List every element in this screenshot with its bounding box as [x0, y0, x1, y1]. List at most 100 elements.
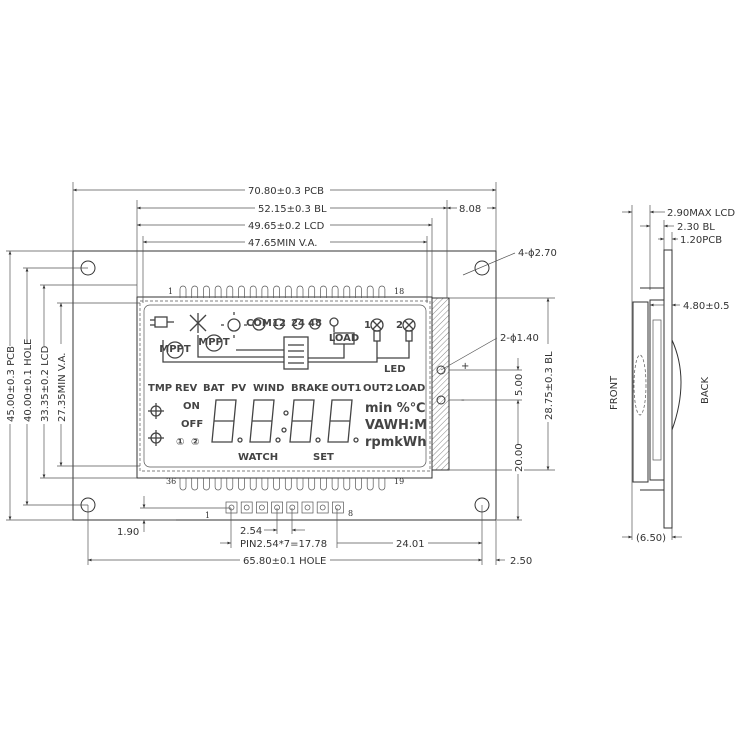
- back-label: BACK: [700, 376, 711, 404]
- lcd-pin: [249, 478, 257, 491]
- lcd-pin: [296, 478, 304, 491]
- lcd-active-area: [143, 304, 427, 468]
- dim-pin-span: PIN2.54*7=17.78: [240, 539, 327, 550]
- lcd-pin: [366, 285, 374, 298]
- units-row-3: rpmkWh: [365, 435, 427, 450]
- svg-text:MPPT: MPPT: [159, 344, 191, 355]
- decimal-point: [275, 437, 281, 443]
- mode-label: BAT: [203, 383, 225, 394]
- led-bulb-1-icon: 1: [364, 318, 384, 342]
- svg-text:12: 12: [272, 318, 286, 329]
- svg-text:24: 24: [291, 318, 305, 329]
- svg-text:1: 1: [364, 320, 371, 331]
- plug-icon: [150, 316, 174, 328]
- mppt-badge-1: MPPT: [159, 341, 191, 359]
- lcd-pin: [273, 285, 280, 298]
- load-box: LOAD: [329, 332, 359, 345]
- seven-segment-digits: [211, 399, 359, 443]
- lcd-pin: [343, 478, 351, 491]
- dim-hole-height: 40.00±0.1 HOLE: [23, 339, 34, 422]
- dim-led-offset: 20.00: [514, 443, 525, 472]
- svg-text:MPPT: MPPT: [198, 337, 230, 348]
- side-dim-total: (6.50): [636, 533, 666, 544]
- dim-bl-width: 52.15±0.3 BL: [258, 204, 327, 215]
- lcd-pin: [191, 285, 199, 298]
- lcd-pin: [214, 285, 222, 298]
- lcd-pin: [203, 285, 210, 298]
- backlight-led-strip: [431, 297, 450, 471]
- pin-label-36: 36: [166, 477, 176, 486]
- wind-turbine-icon: [189, 313, 207, 333]
- set-label: SET: [313, 452, 334, 463]
- mode-label: OUT2: [363, 383, 393, 394]
- decimal-point: [315, 437, 321, 443]
- lcd-pin: [343, 285, 351, 298]
- svg-text:LOAD: LOAD: [329, 333, 359, 344]
- colon-dot: [283, 410, 289, 416]
- led-label: LED: [384, 364, 406, 375]
- on-label: ON: [183, 401, 200, 412]
- connector-pad-hole: [335, 504, 341, 511]
- dim-led-holes: 2-ϕ1.40: [500, 333, 539, 344]
- lcd-pin: [203, 478, 210, 491]
- colon-dot: [281, 427, 287, 433]
- dim-led-pitch: 5.00: [514, 374, 525, 396]
- mode-label: LOAD: [395, 383, 425, 394]
- connector-pin-8-label: 8: [348, 509, 353, 518]
- lcd-pin: [273, 478, 280, 491]
- lcd-pin: [378, 478, 386, 491]
- dim-right-margin: 2.50: [510, 556, 532, 567]
- pin-label-18: 18: [394, 287, 404, 296]
- dim-va-height: 27.35MIN V.A.: [57, 353, 68, 422]
- off-label: OFF: [181, 419, 203, 430]
- lcd-pin: [378, 285, 386, 298]
- top-dimensions: 70.80±0.3 PCB 52.15±0.3 BL 8.08 49.65±0.…: [72, 182, 557, 303]
- lcd-pin: [331, 285, 339, 298]
- lcd-pin: [320, 478, 327, 491]
- mount-hole-tr: [474, 260, 490, 276]
- connector-pad-hole: [259, 504, 265, 511]
- dim-pin-pitch: 2.54: [240, 526, 262, 537]
- lcd-pin: [238, 285, 245, 298]
- dim-bl-height: 28.75±0.3 BL: [544, 351, 555, 420]
- 12v-badge: 12: [272, 318, 286, 330]
- svg-text:COM: COM: [246, 318, 272, 329]
- mode-label: TMP: [148, 383, 172, 394]
- lcd-pin: [296, 285, 304, 298]
- seven-segment-digit: [289, 399, 321, 443]
- lcd-pin: [261, 478, 269, 491]
- lcd-pin: [214, 478, 222, 491]
- lcd-pin: [249, 285, 257, 298]
- dim-va-width: 47.65MIN V.A.: [248, 238, 317, 249]
- dim-mount-holes: 4-ϕ2.70: [518, 248, 557, 259]
- lcd-pin: [355, 285, 362, 298]
- side-backlight: [649, 299, 665, 481]
- bottom-dimensions: 1.90 2.54 PIN2.54*7=17.78 24.01 65.80±0.…: [87, 496, 532, 567]
- connector-pads: [225, 501, 344, 514]
- led-bulb-2-icon: 2: [396, 318, 416, 342]
- lcd-pin: [226, 478, 234, 491]
- front-view: 1 18 36 19 1 8: [72, 250, 497, 521]
- decimal-point: [237, 437, 243, 443]
- connector-pad: [332, 501, 344, 514]
- side-dim-pcb: 1.20PCB: [680, 235, 722, 246]
- side-dim-lcd: 2.90MAX LCD: [667, 208, 735, 219]
- dim-bl-offset: 8.08: [459, 204, 481, 215]
- mode-label: WIND: [253, 383, 284, 394]
- lcd-pin: [366, 478, 374, 491]
- dim-pcb-width: 70.80±0.3 PCB: [248, 186, 324, 197]
- side-pcb: [663, 249, 673, 529]
- connector-pad: [316, 501, 329, 514]
- led-minus-sign: -: [461, 395, 465, 406]
- 48v-badge: 48: [308, 318, 322, 330]
- antenna-icon: [329, 317, 339, 332]
- com-badge: COM: [246, 317, 272, 331]
- front-label: FRONT: [609, 375, 620, 410]
- lcd-pin: [331, 478, 339, 491]
- pin-label-1: 1: [168, 287, 173, 296]
- seven-segment-digit: [327, 399, 359, 443]
- connector-pad: [225, 501, 238, 514]
- pcb-outline: [72, 250, 497, 521]
